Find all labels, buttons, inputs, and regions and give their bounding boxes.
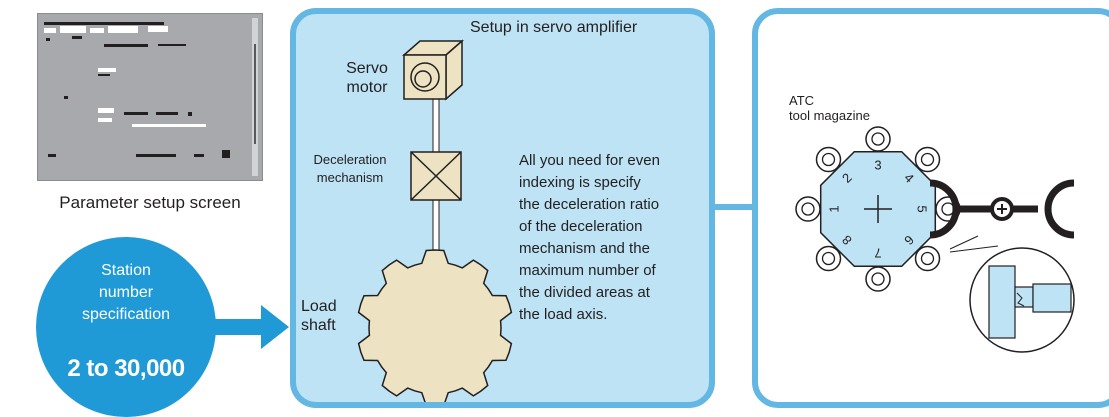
decel-label-line1: Deceleration [313, 152, 387, 167]
servo-motor-label-line1: Servo [346, 60, 388, 77]
panel-connector [715, 204, 759, 210]
atc-title-line2: tool magazine [789, 108, 870, 123]
description-line: of the deceleration [519, 218, 643, 235]
magazine-center-cross-icon [864, 195, 892, 223]
tool-socket-inner-icon [920, 152, 935, 167]
station-number-range: 2 to 30,000 [67, 355, 185, 382]
parameter-setup-screenshot [37, 13, 263, 181]
tool-socket-inner-icon [871, 272, 885, 286]
load-shaft-label: Load shaft [301, 297, 361, 335]
station-badge-line3: specification [81, 306, 171, 323]
tool-socket-icon [815, 146, 842, 173]
magazine-station-number: 1 [827, 205, 842, 212]
parameter-screen-graphic [38, 14, 262, 180]
station-badge-line2: number [98, 284, 154, 301]
decel-label-line2: mechanism [316, 170, 384, 185]
magazine-station-number: 3 [874, 158, 881, 173]
description-line: indexing is specify [519, 174, 641, 191]
tool-socket-inner-icon [801, 202, 815, 216]
tool-socket-inner-icon [821, 152, 836, 167]
atc-title-line1: ATC [789, 93, 815, 108]
tool-change-arm-icon [929, 179, 1075, 239]
parameter-screen-caption: Parameter setup screen [59, 193, 241, 212]
indexing-description: All you need for even indexing is specif… [519, 150, 709, 326]
deceleration-mechanism-icon [410, 151, 462, 201]
right-arrow-icon [215, 305, 289, 349]
servo-motor-label: Servo motor [332, 59, 402, 97]
servo-motor-label-line2: motor [346, 79, 388, 96]
description-line: the divided areas at [519, 284, 650, 301]
servo-panel-title: Setup in servo amplifier [470, 19, 638, 36]
description-line: the load axis. [519, 306, 608, 323]
description-line: mechanism and the [519, 240, 650, 257]
description-line: All you need for even [519, 152, 660, 169]
load-label-line2: shaft [301, 317, 336, 334]
tool-socket-inner-icon [821, 251, 836, 266]
magazine-station-number: 5 [915, 205, 930, 212]
station-badge-line1: Station [101, 262, 151, 279]
tool-socket-icon [865, 126, 891, 152]
tool-socket-inner-icon [871, 132, 885, 146]
tool-socket-icon [914, 146, 941, 173]
servo-motor-icon [402, 39, 464, 101]
description-line: the deceleration ratio [519, 196, 660, 213]
load-gear-icon [357, 249, 513, 402]
tool-socket-icon [815, 245, 842, 272]
magazine-station-number: 7 [874, 246, 881, 261]
tool-socket-inner-icon [920, 251, 935, 266]
load-label-line1: Load [301, 298, 337, 315]
atc-panel-title: ATC tool magazine [789, 93, 870, 123]
deceleration-mechanism-label: Deceleration mechanism [298, 151, 402, 187]
spindle-detail-callout [949, 235, 1075, 353]
tool-socket-icon [865, 266, 891, 292]
station-number-badge: Station number specification 2 to 30,000 [36, 237, 216, 417]
drive-train-diagram [357, 39, 513, 402]
tool-socket-icon [914, 245, 941, 272]
description-line: maximum number of [519, 262, 656, 279]
tool-socket-icon [795, 196, 821, 222]
